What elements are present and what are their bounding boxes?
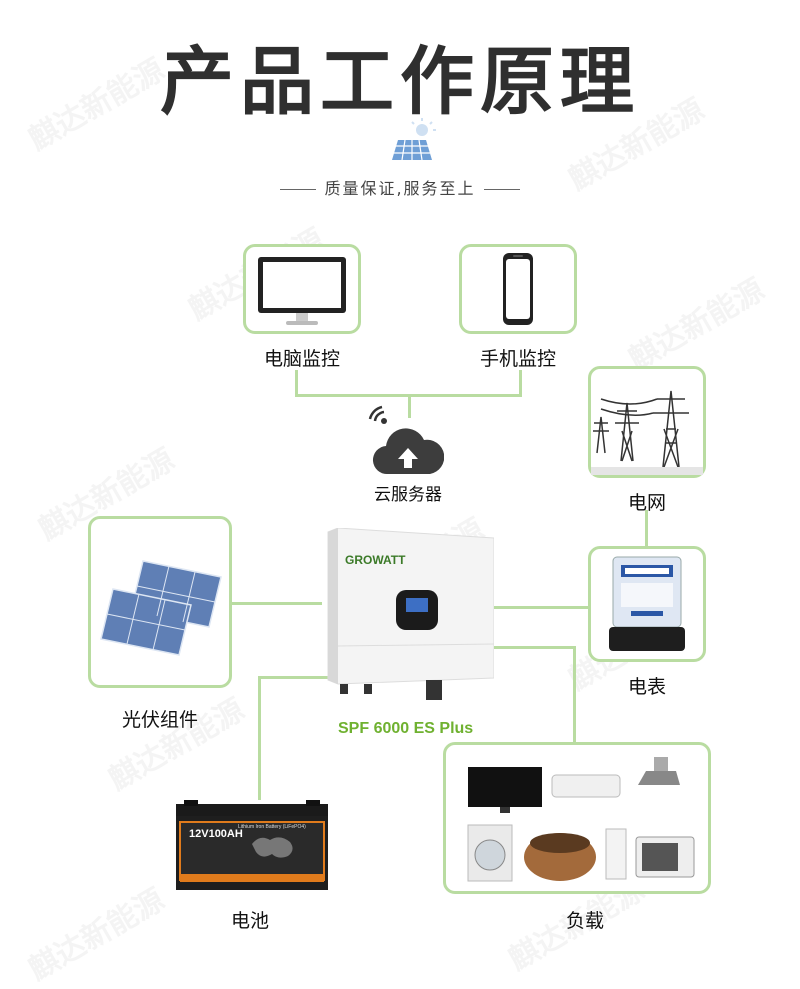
pc-monitor-box [243,244,361,334]
tagline-text: 质量保证,服务至上 [324,179,475,198]
battery-subtitle: Lithium Iron Battery (LiFePO4) [238,824,306,830]
appliances-icon [446,745,708,891]
page-title: 产品工作原理 [0,22,800,129]
phone-monitor-box [459,244,577,334]
connector-line [573,646,576,742]
watermark: 麒达新能源 [99,685,251,798]
watermark: 麒达新能源 [19,875,171,988]
pc-monitor-label: 电脑监控 [233,344,371,371]
solar-panel-icon [392,118,438,166]
smartphone-icon [462,247,574,331]
cloud-upload-icon [372,426,444,480]
connector-line [232,602,322,605]
computer-monitor-icon [246,247,358,331]
meter-box [588,546,706,662]
phone-monitor-label: 手机监控 [449,344,587,371]
load-label: 负载 [535,906,635,933]
connector-line [645,510,648,546]
pv-label: 光伏组件 [88,705,232,732]
connector-line [490,606,590,609]
grid-box [588,366,706,478]
solar-panels-icon [91,519,229,685]
battery-capacity: 12V100AH [189,828,243,840]
load-box [443,742,711,894]
watermark: 麒达新能源 [619,265,771,378]
electric-meter-icon [591,549,703,659]
cloud-label: 云服务器 [348,480,468,505]
connector-line [519,370,522,396]
inverter-model: SPF 6000 ES Plus [338,720,473,738]
connector-line [490,646,576,649]
power-tower-icon [591,369,703,475]
grid-label: 电网 [588,488,706,515]
meter-label: 电表 [588,672,706,699]
inverter-brand: GROWATT [345,553,405,567]
connector-line [258,676,261,800]
connector-line [295,370,298,396]
connector-line [408,394,411,418]
battery-image [172,800,332,896]
tagline: 质量保证,服务至上 [0,175,800,199]
battery-label: 电池 [200,906,300,933]
pv-box [88,516,232,688]
